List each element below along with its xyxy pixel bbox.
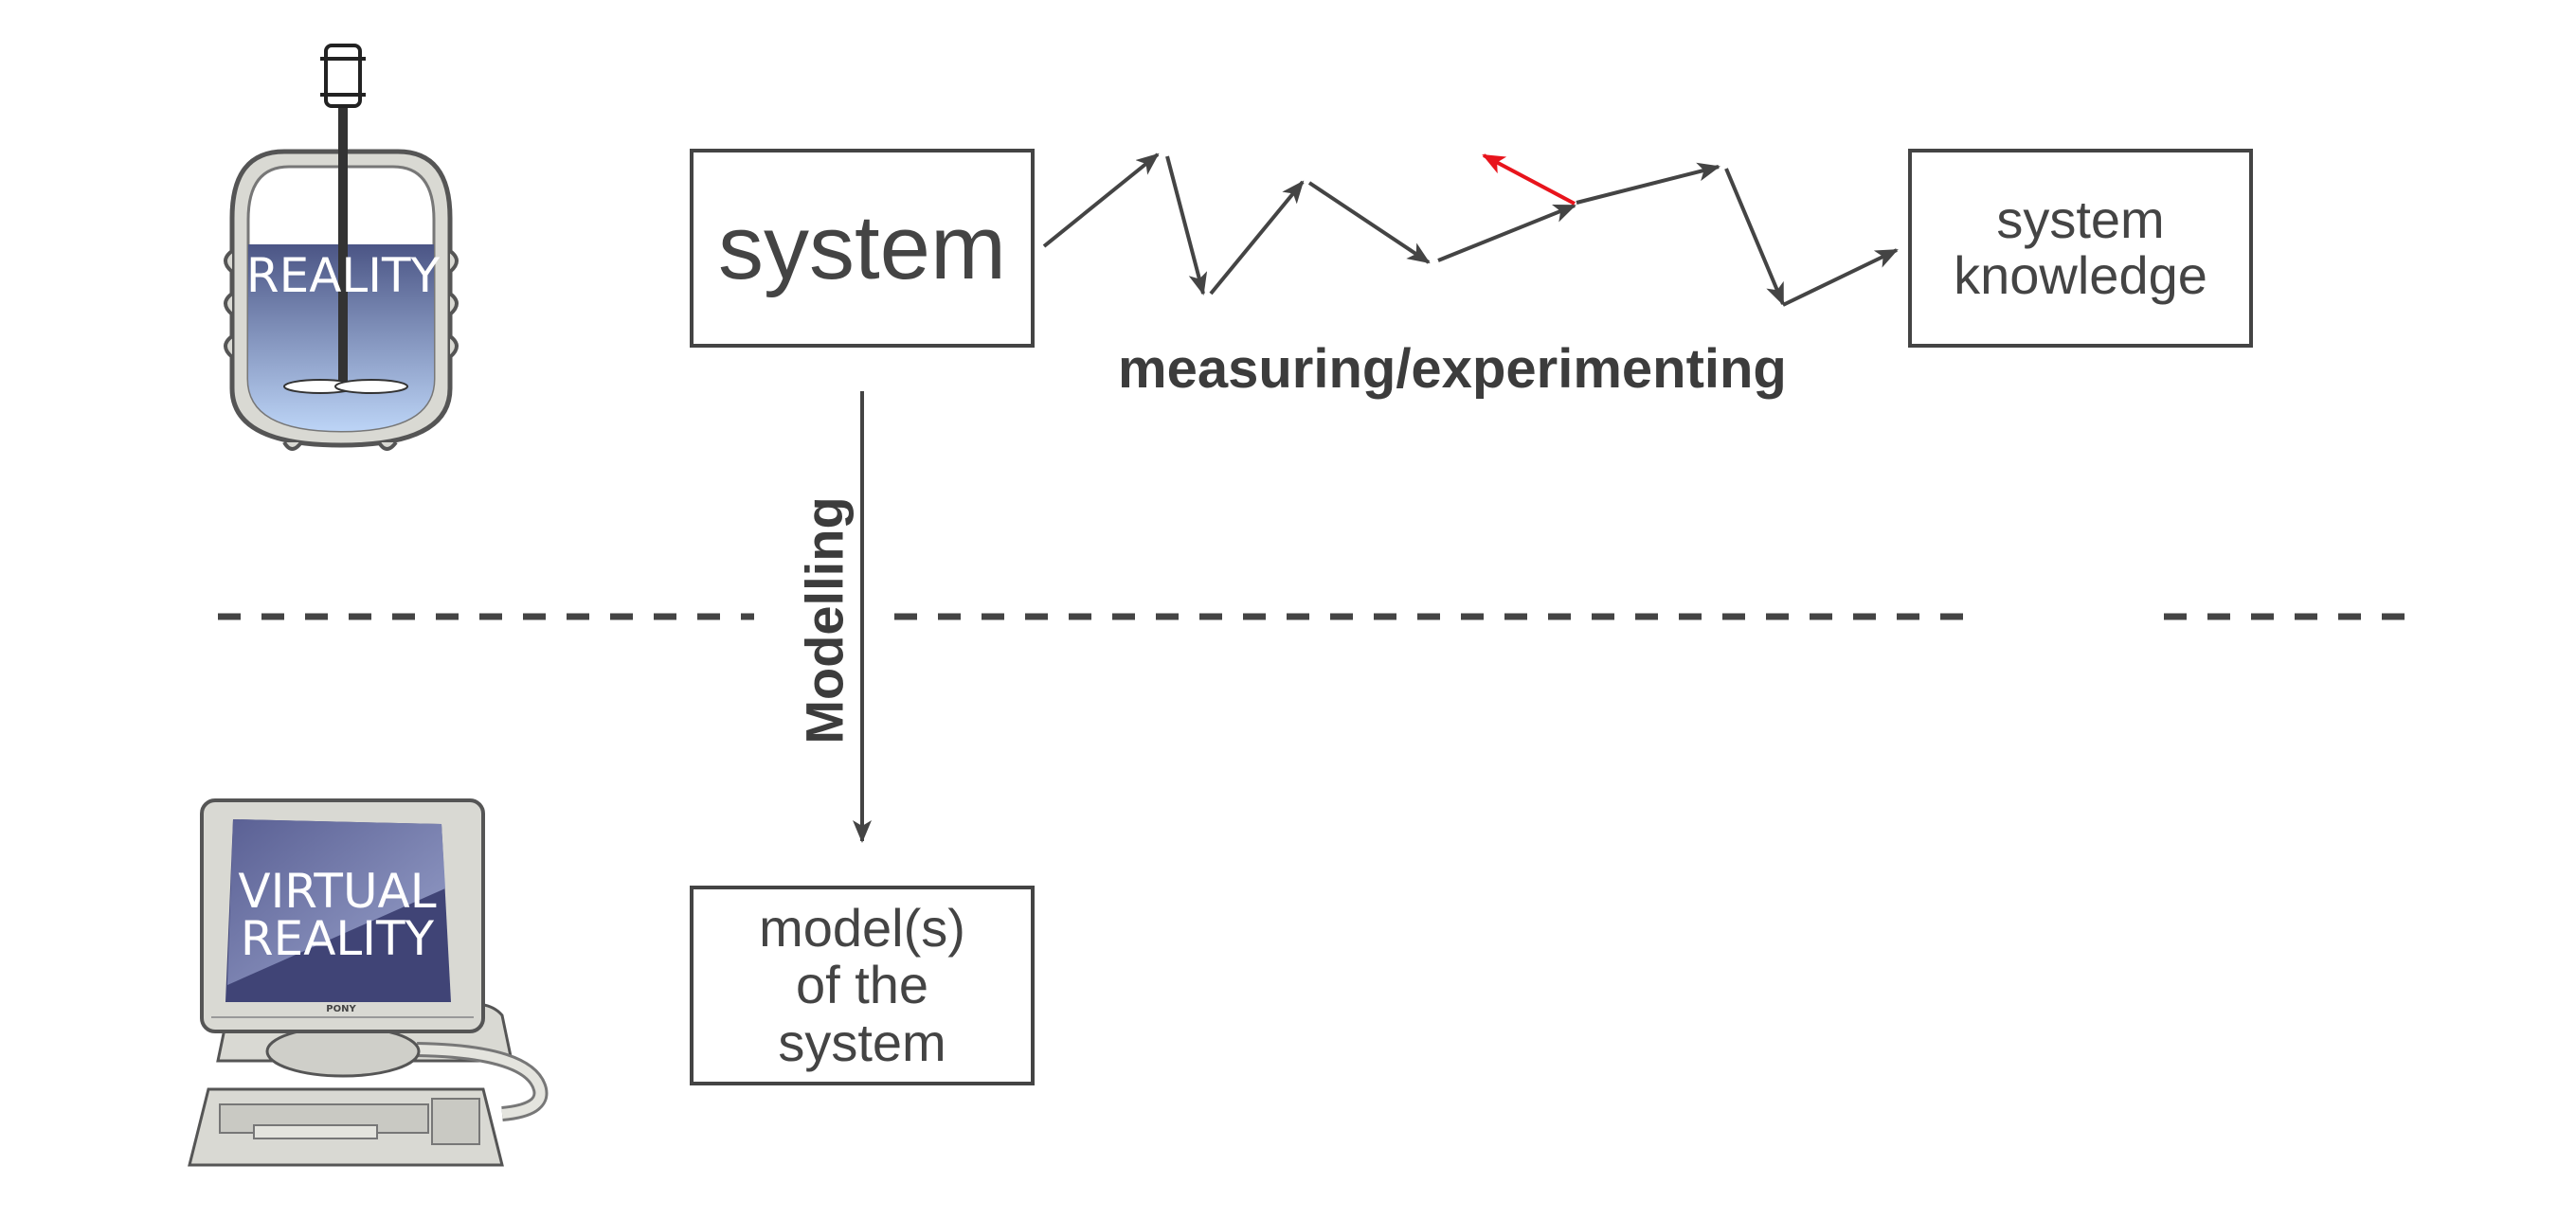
- modelling-label: Modelling: [794, 496, 855, 744]
- system-label: system: [717, 197, 1007, 298]
- computer-icon: PONY VIRTUAL REALITY: [188, 798, 549, 1167]
- model-label: model(s) of the system: [759, 897, 965, 1072]
- system-knowledge-box: system knowledge: [1908, 149, 2253, 348]
- measuring-arrows: [1042, 152, 1899, 307]
- highlight-arrow: [1482, 153, 1576, 206]
- reality-label: REALITY: [246, 248, 441, 303]
- model-box: model(s) of the system: [690, 886, 1035, 1085]
- system-box: system: [690, 149, 1035, 348]
- system-knowledge-label: system knowledge: [1954, 189, 2207, 305]
- measuring-label: measuring/experimenting: [1118, 338, 1787, 400]
- reactor-icon: REALITY: [224, 44, 459, 451]
- virtual-reality-label-line2: REALITY: [241, 911, 435, 966]
- monitor-brand: PONY: [326, 1004, 356, 1014]
- virtual-reality-label-line1: VIRTUAL: [238, 864, 436, 919]
